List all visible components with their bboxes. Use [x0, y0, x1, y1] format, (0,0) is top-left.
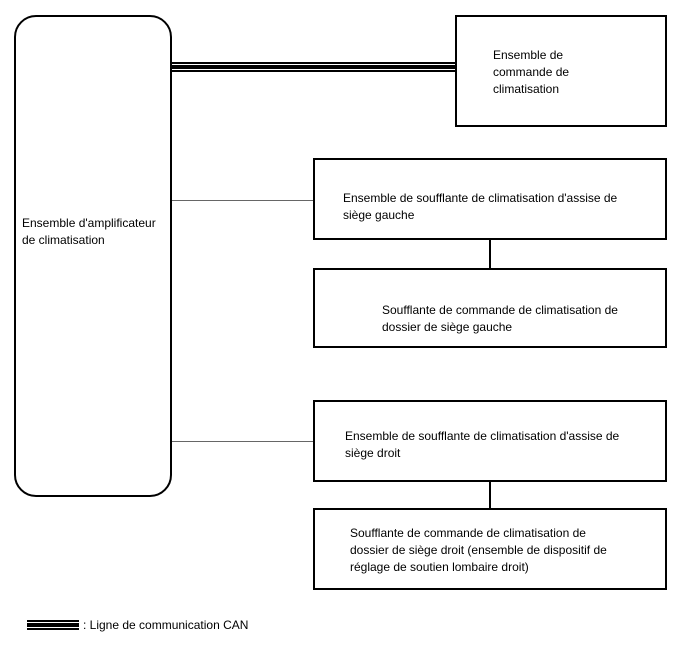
node-label-commande: Ensemble de commande de climatisation	[493, 48, 570, 96]
can-communication-line	[172, 62, 455, 72]
legend-label: : Ligne de communication CAN	[83, 618, 249, 632]
legend-can-line-swatch	[27, 620, 79, 630]
connector-assise-dossier-droit	[489, 482, 491, 508]
node-ensemble-commande-climatisation: Ensemble de commande de climatisation	[455, 15, 667, 127]
connector-amplifier-assise-gauche	[172, 200, 313, 201]
node-label-assise-gauche: Ensemble de soufflante de climatisation …	[343, 191, 618, 222]
node-label-dossier-gauche: Soufflante de commande de climatisation …	[382, 303, 618, 334]
node-label-dossier-droit: Soufflante de commande de climatisation …	[350, 526, 607, 574]
node-label-amplificateur: Ensemble d'amplificateur de climatisatio…	[22, 216, 156, 247]
connector-amplifier-assise-droit	[172, 441, 313, 442]
node-soufflante-assise-gauche: Ensemble de soufflante de climatisation …	[313, 158, 667, 240]
node-soufflante-assise-droit: Ensemble de soufflante de climatisation …	[313, 400, 667, 482]
node-soufflante-dossier-droit: Soufflante de commande de climatisation …	[313, 508, 667, 590]
connector-assise-dossier-gauche	[489, 240, 491, 268]
node-label-assise-droit: Ensemble de soufflante de climatisation …	[345, 429, 620, 460]
node-ensemble-amplificateur-climatisation: Ensemble d'amplificateur de climatisatio…	[14, 15, 172, 497]
node-soufflante-dossier-gauche: Soufflante de commande de climatisation …	[313, 268, 667, 348]
